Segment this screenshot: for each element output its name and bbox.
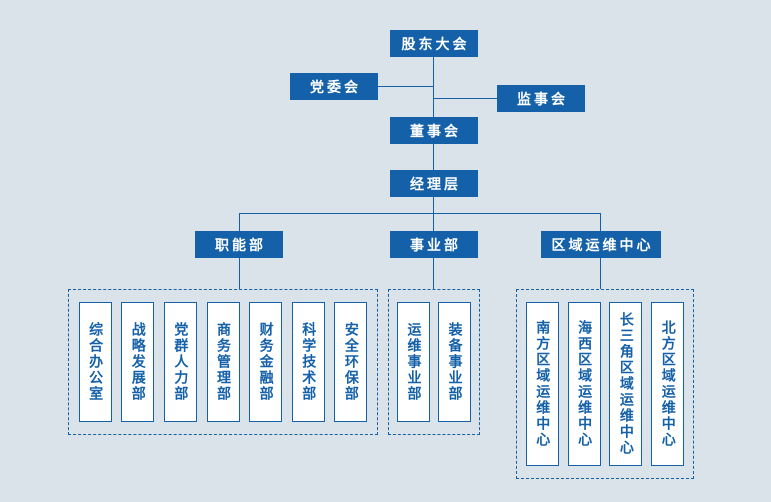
node-regional-center: 区域运维中心 [541,231,661,258]
org-leaf-box: 海西区域运维中心 [567,302,601,466]
node-business-dept: 事业部 [390,231,478,258]
connector-line [378,86,434,87]
connector-line [239,213,601,214]
org-leaf-box: 战略发展部 [121,302,155,422]
org-leaf-box: 商务管理部 [206,302,240,422]
node-board-of-directors: 董事会 [390,117,478,144]
group-business-divisions: 运维事业部 装备事业部 [388,289,480,435]
connector-line [433,213,434,231]
node-functional-dept: 职能部 [195,231,283,258]
connector-line [433,57,434,117]
org-leaf-box: 党群人力部 [163,302,197,422]
connector-line [600,258,601,289]
org-leaf-box: 装备事业部 [438,302,471,422]
group-functional-departments: 综合办公室 战略发展部 党群人力部 商务管理部 财务金融部 科学技术部 安全环保… [68,289,378,435]
org-leaf-box: 综合办公室 [78,302,112,422]
connector-line [433,144,434,170]
connector-line [239,258,240,289]
org-leaf-box: 北方区域运维中心 [651,302,685,466]
org-leaf-box: 科学技术部 [291,302,325,422]
node-party-committee: 党委会 [290,73,378,100]
org-leaf-box: 财务金融部 [249,302,283,422]
org-leaf-box: 运维事业部 [397,302,430,422]
node-shareholders-meeting: 股东大会 [390,30,478,57]
node-management-level: 经理层 [390,170,478,197]
group-regional-centers: 南方区域运维中心 海西区域运维中心 长三角区域运维中心 北方区域运维中心 [516,289,694,479]
connector-line [600,213,601,231]
connector-line [434,98,497,99]
connector-line [433,258,434,289]
org-leaf-box: 安全环保部 [334,302,368,422]
org-leaf-box: 长三角区域运维中心 [609,302,643,466]
org-leaf-box: 南方区域运维中心 [525,302,559,466]
connector-line [433,197,434,213]
node-supervisory-board: 监事会 [497,85,585,112]
connector-line [239,213,240,231]
